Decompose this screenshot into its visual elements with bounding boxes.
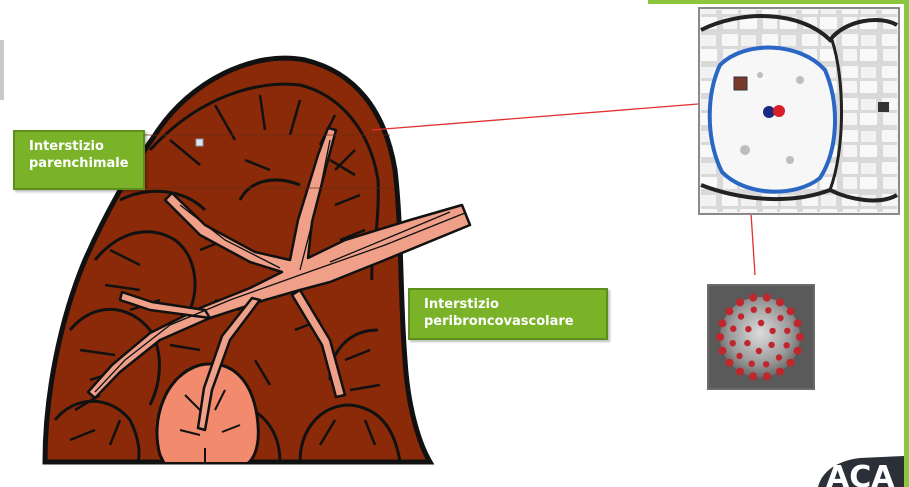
virus-spike (763, 361, 769, 367)
virus-spike (749, 372, 757, 380)
virus-spike (776, 298, 784, 306)
virus-spike (777, 315, 783, 321)
label-parenchymal-line2: parenchimale (29, 155, 135, 172)
virus-spike (763, 372, 771, 380)
virus-spike (776, 354, 782, 360)
virus-spike (744, 340, 750, 346)
coronavirus-image (707, 284, 815, 390)
focus-marker (196, 139, 203, 146)
accent-bar-top (648, 0, 909, 4)
virus-spike (749, 294, 757, 302)
virus-spike (725, 359, 733, 367)
virus-spike (787, 307, 795, 315)
label-peribroncho-line2: peribroncovascolare (424, 313, 598, 330)
interstitial-cell (734, 77, 747, 90)
virus-spike (756, 348, 762, 354)
accent-bar-right (904, 0, 909, 487)
blood-cell-red (773, 105, 785, 117)
pointer-lines (372, 104, 755, 275)
alveolus-inset (699, 8, 899, 214)
virus-spike (745, 326, 751, 332)
virus-spike (794, 319, 802, 327)
virus-spike (730, 340, 736, 346)
virus-spike (738, 313, 744, 319)
virus-spike (796, 333, 804, 341)
virus-spike (718, 347, 726, 355)
virus-spike (769, 328, 775, 334)
label-peribroncho-line1: Interstizio (424, 296, 598, 313)
virus-spike (716, 333, 724, 341)
virus-spike (784, 328, 790, 334)
label-interstizio-peribroncovascolare: Interstizio peribroncovascolare (408, 288, 608, 340)
virus-spike (794, 347, 802, 355)
virus-spike (758, 320, 764, 326)
alveolus-outline (710, 48, 835, 192)
label-interstizio-parenchimale: Interstizio parenchimale (13, 130, 145, 190)
virus-spike (736, 353, 742, 359)
slide-edge-left (0, 40, 4, 100)
lung-illustration (45, 58, 470, 465)
virus-spike (787, 359, 795, 367)
virus-spike (725, 307, 733, 315)
label-parenchymal-line1: Interstizio (29, 138, 135, 155)
virus-spike (765, 307, 771, 313)
virus-spike (718, 319, 726, 327)
aca-logo: ACA (818, 456, 904, 487)
aca-logo-text: ACA (826, 460, 895, 487)
virus-spike (749, 361, 755, 367)
virus-spike (751, 307, 757, 313)
virus-spike (763, 294, 771, 302)
virus-spike (730, 326, 736, 332)
virus-spike (736, 298, 744, 306)
virus-spike (776, 368, 784, 376)
virus-spike (736, 368, 744, 376)
virus-spike (784, 342, 790, 348)
virus-spike (768, 342, 774, 348)
